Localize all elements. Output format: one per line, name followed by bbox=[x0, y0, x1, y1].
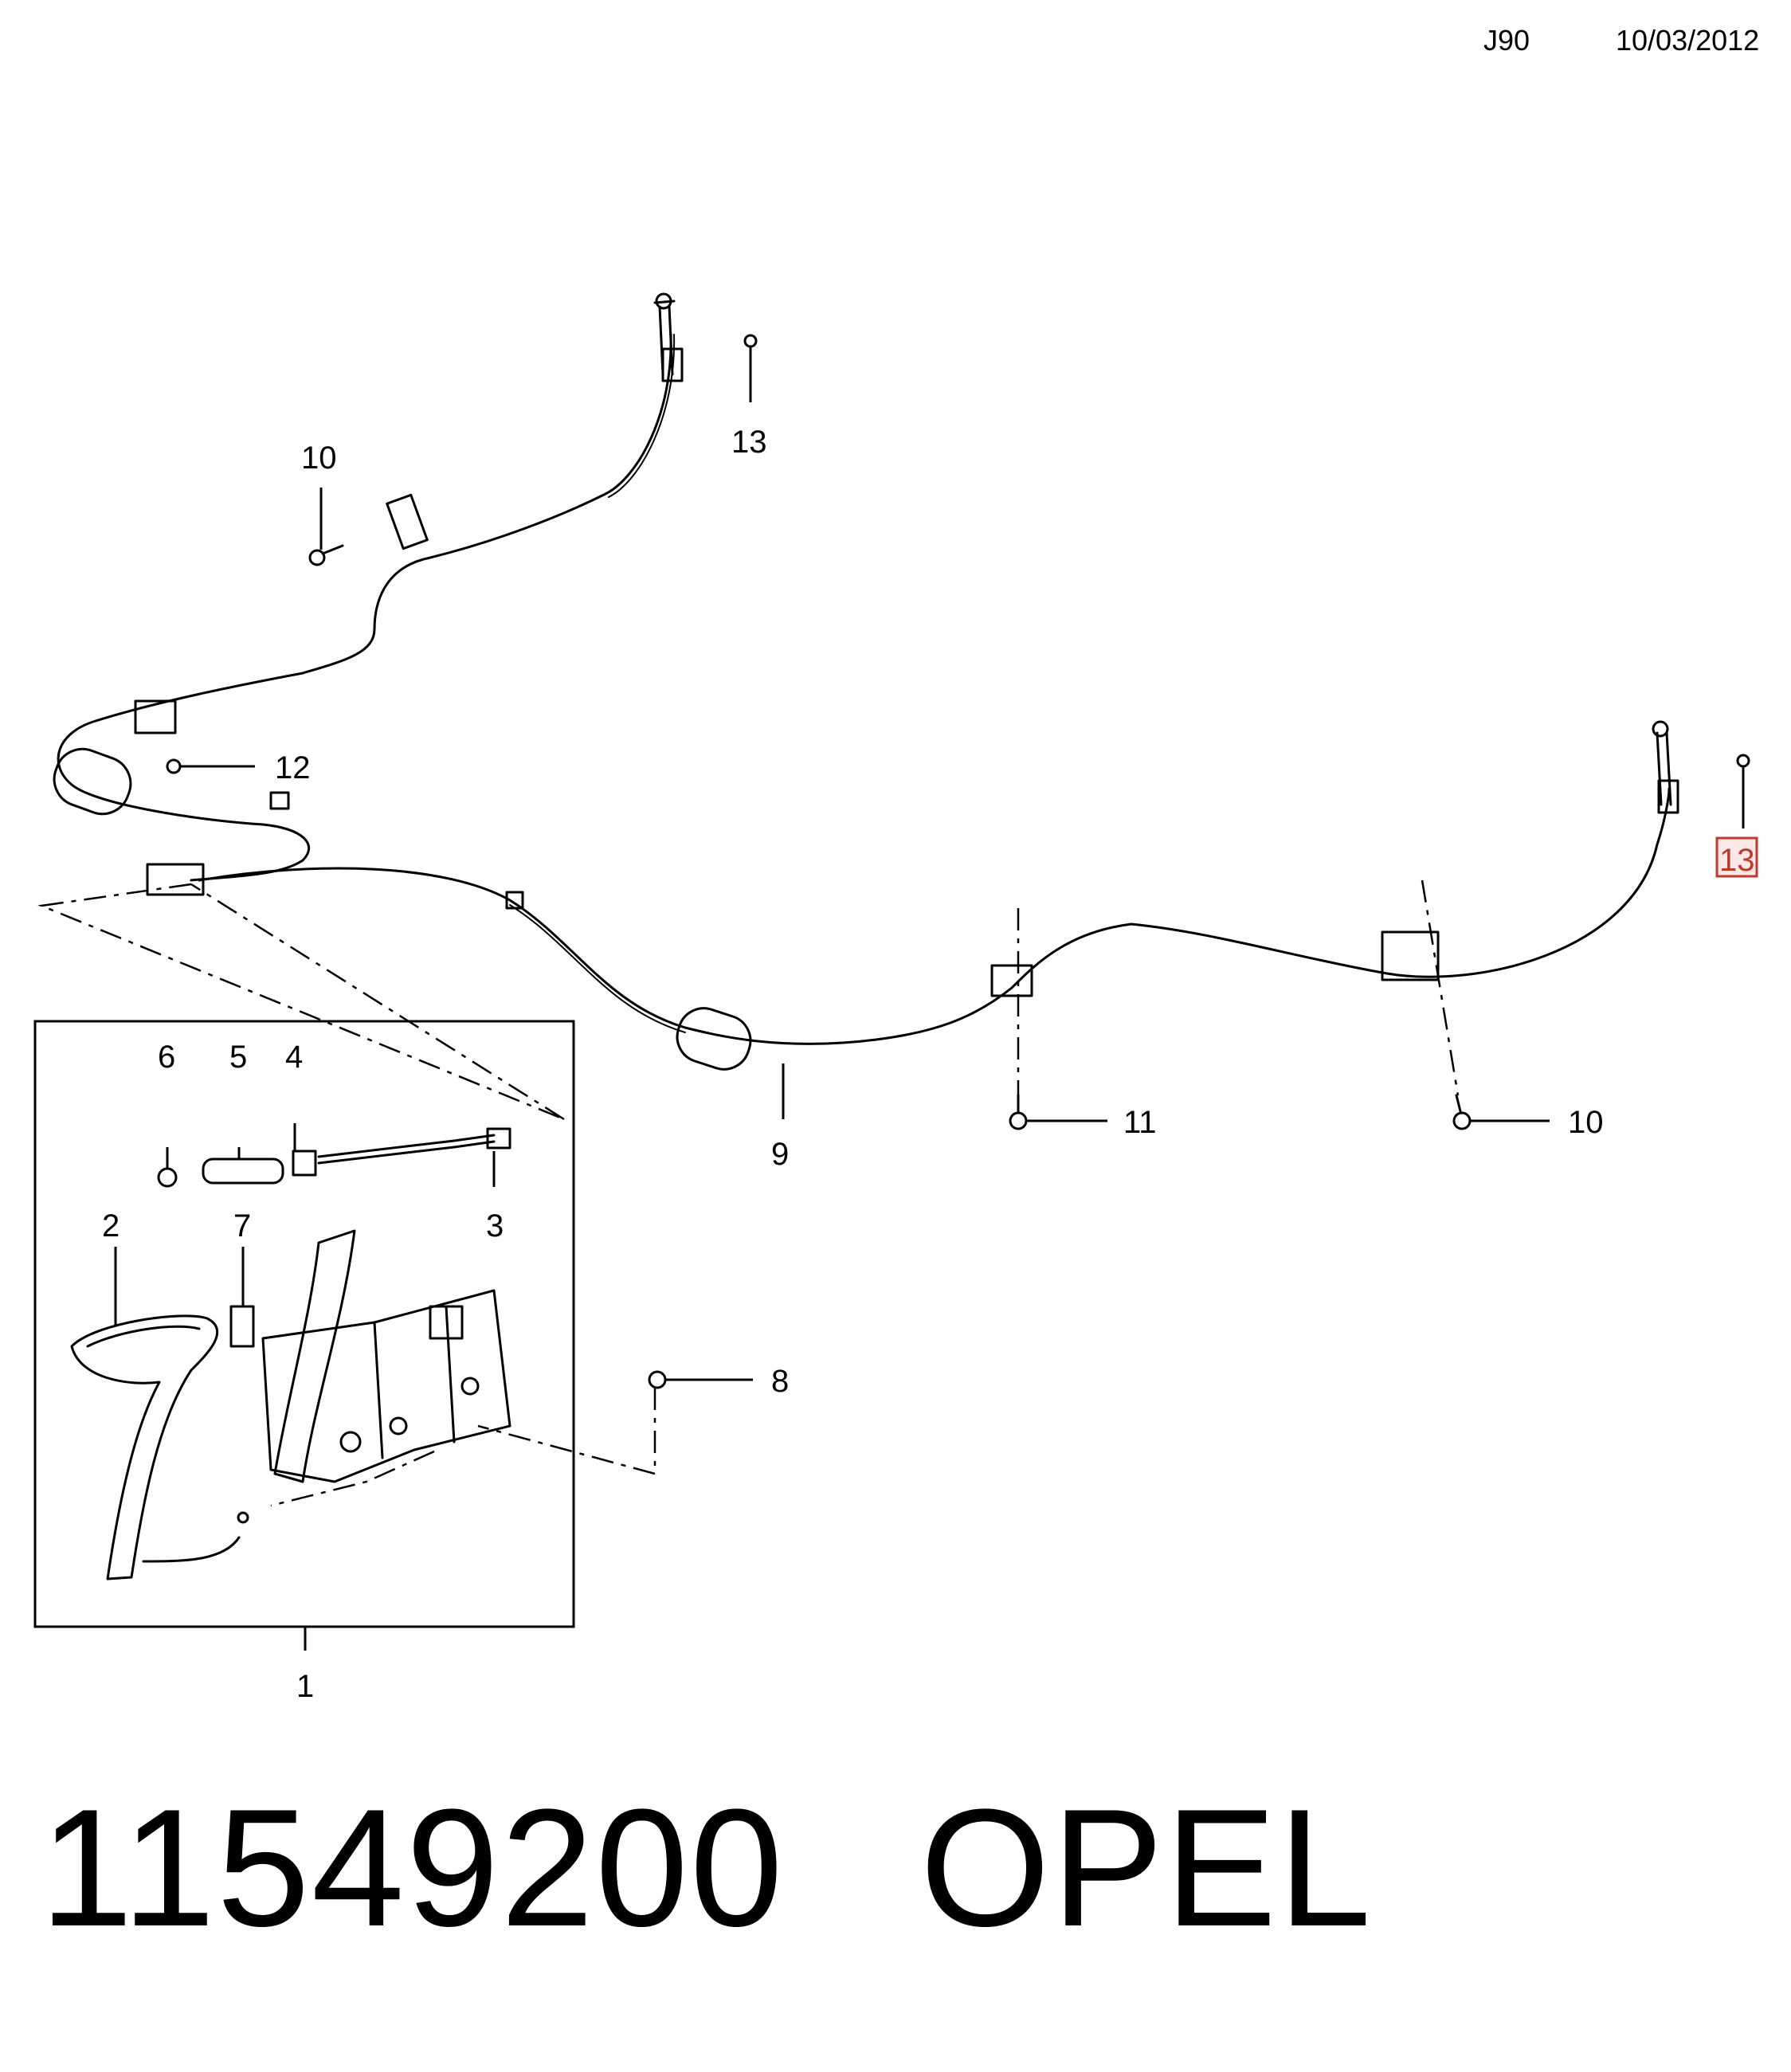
cable-end-right bbox=[1656, 731, 1672, 806]
nut-12 bbox=[166, 758, 182, 774]
part-number: 11549200 bbox=[40, 1774, 785, 1961]
equalizer bbox=[146, 863, 205, 896]
callout-13-right: 13 bbox=[1719, 843, 1755, 878]
mechanism-body bbox=[261, 1289, 511, 1483]
clip-left bbox=[134, 699, 177, 734]
callout-11: 11 bbox=[1123, 1105, 1157, 1140]
callout-7: 7 bbox=[233, 1208, 251, 1244]
cable-end-left bbox=[653, 300, 676, 376]
nut-8 bbox=[648, 1370, 667, 1389]
callout-6: 6 bbox=[158, 1040, 175, 1075]
callout-4: 4 bbox=[285, 1040, 303, 1075]
callout-13-upper: 13 bbox=[731, 425, 767, 460]
callout-5: 5 bbox=[229, 1040, 247, 1075]
callout-10-lower: 10 bbox=[1568, 1105, 1604, 1140]
clip-upper bbox=[386, 493, 429, 550]
callout-8: 8 bbox=[771, 1364, 789, 1399]
grommet-center bbox=[676, 1007, 752, 1071]
callout-1: 1 bbox=[296, 1669, 314, 1704]
cable-left bbox=[57, 333, 672, 882]
brand-name: OPEL bbox=[919, 1774, 1374, 1961]
lever-assembly bbox=[70, 1127, 511, 1580]
part-3-cable bbox=[317, 1134, 496, 1165]
lever-arm bbox=[273, 1229, 356, 1483]
part-7-bracket bbox=[229, 1305, 255, 1348]
clip-center bbox=[990, 964, 1033, 997]
cable-right bbox=[198, 787, 1671, 1045]
highlight-box-13 bbox=[1715, 836, 1758, 878]
diagram-date: 10/03/2012 bbox=[1616, 24, 1760, 57]
part-6-nut bbox=[157, 1167, 178, 1188]
clip-13-upper bbox=[743, 334, 758, 348]
callout-3: 3 bbox=[486, 1208, 504, 1244]
diagram-code: J90 bbox=[1483, 24, 1530, 57]
callout-12: 12 bbox=[275, 750, 311, 785]
part-4-clip bbox=[292, 1150, 317, 1177]
callout-10-upper: 10 bbox=[301, 441, 337, 476]
bolt-11 bbox=[1009, 1111, 1028, 1130]
clip-right bbox=[1381, 930, 1440, 981]
callout-2: 2 bbox=[102, 1208, 120, 1244]
part-5-rod bbox=[202, 1157, 284, 1185]
bolt-10-lower bbox=[1452, 1111, 1472, 1130]
clip-13-right bbox=[1736, 754, 1750, 768]
bolt-10-upper bbox=[308, 549, 326, 566]
grommet-left bbox=[53, 747, 132, 816]
part-2-handle bbox=[70, 1314, 219, 1580]
callout-9: 9 bbox=[771, 1137, 789, 1172]
